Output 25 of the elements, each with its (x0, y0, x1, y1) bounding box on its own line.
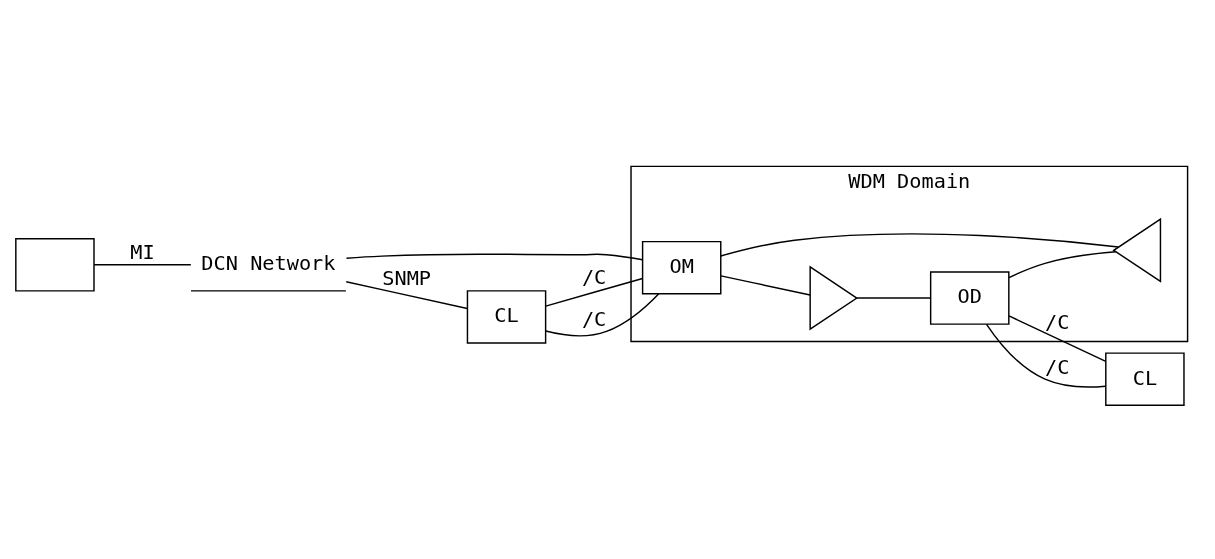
connector (1008, 250, 1117, 278)
edge-label: SNMP (382, 265, 432, 290)
connector (345, 280, 468, 309)
connector (720, 232, 1120, 257)
node-triangle (1112, 217, 1162, 283)
node-text: DCN Network (201, 250, 336, 275)
edge-label: MI (130, 239, 155, 264)
edge-label: /C (1045, 354, 1070, 379)
node-box: OM (641, 240, 722, 294)
connector (545, 277, 644, 307)
node-box (15, 237, 95, 292)
edge-label: /C (581, 306, 607, 331)
connector (985, 323, 1107, 388)
connector (856, 296, 932, 299)
node-box: CL (466, 289, 547, 344)
connector (1008, 314, 1107, 362)
node-box: OD (929, 270, 1010, 325)
connector (720, 274, 811, 296)
edge-label: /C (581, 264, 607, 289)
edge-label: /C (1045, 309, 1070, 334)
connector (345, 252, 644, 260)
node-box: CL (1105, 351, 1185, 406)
connector (545, 292, 660, 336)
connector (93, 263, 192, 266)
node-triangle (809, 265, 859, 331)
